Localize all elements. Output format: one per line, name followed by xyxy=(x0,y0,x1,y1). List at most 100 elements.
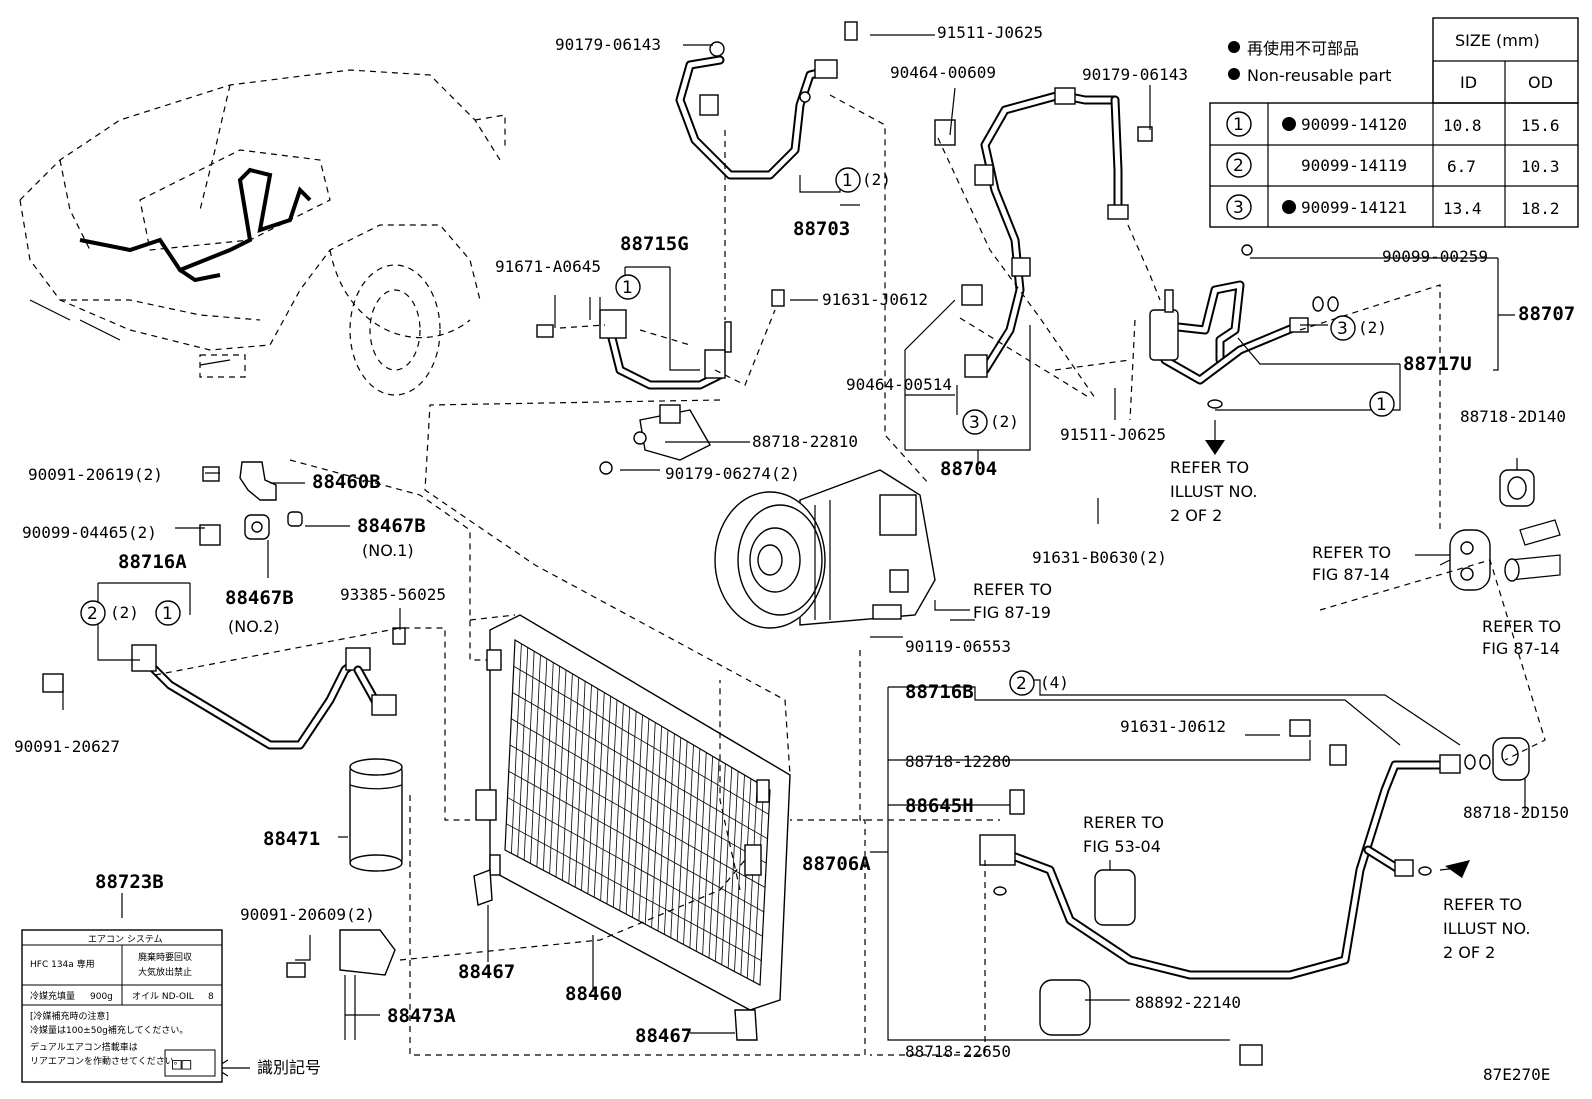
label-90119-06553: 90119-06553 xyxy=(905,637,1011,656)
label-no1: (NO.1) xyxy=(362,541,414,560)
circle-2-88716b: 2 xyxy=(1016,674,1027,694)
label-90464-00609: 90464-00609 xyxy=(890,63,996,82)
plate-r1c1: HFC 134a 専用 xyxy=(30,958,95,970)
label-88718-22810: 88718-22810 xyxy=(752,432,858,451)
label-88460: 88460 xyxy=(565,983,622,1005)
label-88718-12280: 88718-12280 xyxy=(905,752,1011,771)
refer-87-19-1: REFER TO xyxy=(973,580,1052,599)
legend-id-header: ID xyxy=(1460,73,1477,92)
condenser-tube xyxy=(507,797,763,937)
suction-hose-88704 xyxy=(934,87,1120,378)
dashed-guide-lines xyxy=(154,94,1546,1056)
legend-row1-od: 15.6 xyxy=(1521,116,1560,135)
plate-mark: □□ xyxy=(172,1054,192,1073)
label-90091-20609: 90091-20609(2) xyxy=(240,905,375,924)
condenser-tube xyxy=(511,718,767,864)
bracket-88460b xyxy=(42,461,758,1041)
refer-illust-3: 2 OF 2 xyxy=(1170,506,1222,525)
label-88704: 88704 xyxy=(940,458,997,480)
legend-row3-part: 90099-14121 xyxy=(1301,198,1407,217)
legend-text: 再使用不可部品 Non-reusable part SIZE (mm) ID O… xyxy=(1233,31,1560,218)
legend-row3-od: 18.2 xyxy=(1521,199,1560,218)
pipe-right-top xyxy=(1107,95,1153,220)
legend-row2-id: 6.7 xyxy=(1447,157,1476,176)
label-90179-06143-b: 90179-06143 xyxy=(1082,65,1188,84)
label-88717u: 88717U xyxy=(1403,353,1472,375)
refer-87-14a-1: REFER TO xyxy=(1312,543,1391,562)
label-88471: 88471 xyxy=(263,828,320,850)
condenser-tube xyxy=(506,823,762,961)
label-88467b-no2: 88467B xyxy=(225,587,294,609)
legend-jp: 再使用不可部品 xyxy=(1247,39,1359,58)
part-labels: 90179-06143 91511-J0625 90464-00609 9017… xyxy=(14,23,1575,1084)
plate-r2c2: オイル ND-OIL xyxy=(132,991,194,1002)
condenser-88460 xyxy=(475,614,791,1011)
refer-87-14a-2: FIG 87-14 xyxy=(1312,565,1390,584)
label-88467-a: 88467 xyxy=(458,961,515,983)
refer-illust-2: ILLUST NO. xyxy=(1170,482,1257,501)
label-93385-56025: 93385-56025 xyxy=(340,585,446,604)
plate-r6: リアエアコンを作動させてください。 xyxy=(30,1055,183,1067)
plate-r3: [冷媒補充時の注意] xyxy=(30,1010,109,1022)
pipe-88717u xyxy=(1149,244,1339,455)
qty-88716a: (2) xyxy=(110,603,139,622)
label-88716a: 88716A xyxy=(118,551,187,573)
plate-r2c1v: 900g xyxy=(90,992,113,1002)
qty-right-3: (2) xyxy=(1358,318,1387,337)
label-88723b: 88723B xyxy=(95,871,164,893)
refer-87-14b-2: FIG 87-14 xyxy=(1482,639,1560,658)
plate-r2c2v: 8 xyxy=(208,992,214,1002)
plate-title: エアコン システム xyxy=(88,934,163,945)
condenser-tube xyxy=(509,744,766,888)
label-88706a: 88706A xyxy=(802,853,871,875)
label-90099-00259: 90099-00259 xyxy=(1382,247,1488,266)
ac-compressor xyxy=(714,469,936,629)
label-91631-j0612-b: 91631-J0612 xyxy=(1120,717,1226,736)
vehicle-outline xyxy=(19,69,506,396)
label-90179-06143-a: 90179-06143 xyxy=(555,35,661,54)
label-88467b-no1: 88467B xyxy=(357,515,426,537)
label-90091-20619: 90091-20619(2) xyxy=(28,465,163,484)
rerer-1: RERER TO xyxy=(1083,813,1164,832)
plate-r1c2a: 廃棄時要回収 xyxy=(138,951,192,963)
label-88473a: 88473A xyxy=(387,1005,456,1027)
qty-88716b: (4) xyxy=(1040,673,1069,692)
legend-row2-part: 90099-14119 xyxy=(1301,156,1407,175)
discharge-hose-88703 xyxy=(675,21,858,180)
label-90179-06274: 90179-06274(2) xyxy=(665,464,800,483)
condenser-tube xyxy=(513,665,769,815)
circle-1-right: 1 xyxy=(1376,395,1387,415)
label-91511-j0625-b: 91511-J0625 xyxy=(1060,425,1166,444)
legend-row2-no: 2 xyxy=(1233,156,1244,176)
refer-87-19-2: FIG 87-19 xyxy=(973,603,1051,622)
label-91671-a0645: 91671-A0645 xyxy=(495,257,601,276)
label-90099-04465: 90099-04465(2) xyxy=(22,523,157,542)
refer-87-14b-1: REFER TO xyxy=(1482,617,1561,636)
label-88718-2d140: 88718-2D140 xyxy=(1460,407,1566,426)
circle-1-88716a: 1 xyxy=(162,604,173,624)
circle-3-right: 3 xyxy=(1337,319,1348,339)
receiver-88471 xyxy=(349,758,403,872)
diagram-code: 87E270E xyxy=(1483,1065,1550,1084)
legend-row3-no: 3 xyxy=(1233,198,1244,218)
circle-3-mid: 3 xyxy=(969,413,980,433)
legend-row1-id: 10.8 xyxy=(1443,116,1482,135)
plate-r5: デュアルエアコン搭載車は xyxy=(30,1041,138,1053)
pipe-88715g xyxy=(536,289,785,475)
label-no2: (NO.2) xyxy=(228,617,280,636)
label-88707: 88707 xyxy=(1518,303,1575,325)
label-91511-j0625-a: 91511-J0625 xyxy=(937,23,1043,42)
refer-illust-b1: REFER TO xyxy=(1443,895,1522,914)
legend-size-header: SIZE (mm) xyxy=(1455,31,1540,50)
legend-table xyxy=(1209,17,1579,228)
plate-r2c1: 冷媒充填量 xyxy=(30,990,75,1002)
label-91631-b0630: 91631-B0630(2) xyxy=(1032,548,1167,567)
legend-row1-no: 1 xyxy=(1233,115,1244,135)
grommet-parts-right xyxy=(1449,469,1561,591)
label-90464-00514: 90464-00514 xyxy=(846,375,952,394)
legend-en: Non-reusable part xyxy=(1247,66,1391,85)
pipe-88706a xyxy=(979,719,1530,1066)
plate-r4: 冷媒量は100±50g補充してください。 xyxy=(30,1024,188,1036)
legend-od-header: OD xyxy=(1528,73,1553,92)
refer-illust-b3: 2 OF 2 xyxy=(1443,943,1495,962)
